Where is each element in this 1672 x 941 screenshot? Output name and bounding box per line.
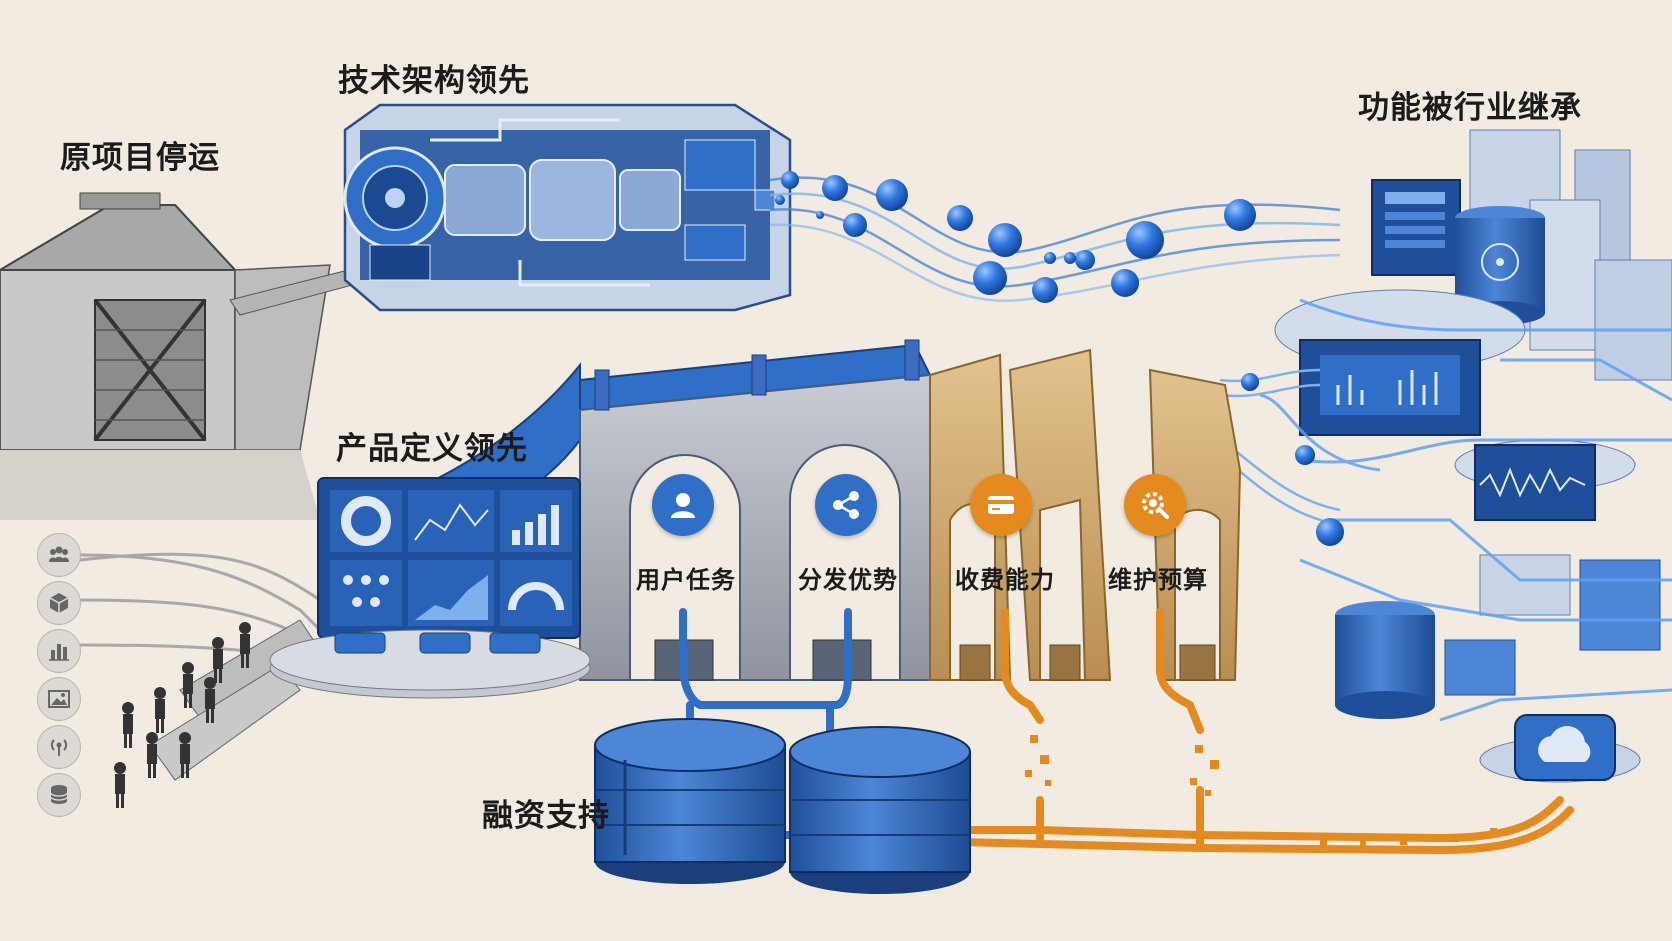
industry-city	[1274, 129, 1672, 783]
inherited-label: 功能被行业继承	[1358, 90, 1582, 126]
people-crowd	[114, 622, 251, 808]
user-icon	[652, 474, 714, 536]
halted-warehouse	[0, 192, 391, 520]
bridge-to-city-balls	[1241, 373, 1344, 546]
broadcast-icon	[37, 725, 81, 769]
gear-wrench-icon	[1124, 474, 1186, 536]
tech-lead-label: 技术架构领先	[338, 63, 530, 99]
pillar-label-user-task: 用户任务	[636, 566, 736, 594]
financing-tank-left	[594, 718, 786, 884]
payment-card-icon	[970, 474, 1032, 536]
financing-tank-right	[789, 726, 971, 894]
product-dashboard	[269, 477, 591, 699]
orange-pipes	[956, 608, 1574, 855]
gray-pipes	[79, 552, 332, 662]
image-icon	[37, 677, 81, 721]
halted-project-label: 原项目停运	[60, 140, 220, 176]
pillar-label-monetization: 收费能力	[955, 566, 1055, 594]
group-icon	[37, 533, 81, 577]
cube-icon	[37, 581, 81, 625]
pillar-label-distribution: 分发优势	[798, 566, 898, 594]
bar-chart-icon	[37, 629, 81, 673]
orange-particles	[1025, 735, 1497, 846]
database-icon	[37, 773, 81, 817]
city-circuit-lines	[1259, 298, 1672, 722]
data-balls	[775, 171, 1256, 303]
product-lead-label: 产品定义领先	[336, 431, 528, 467]
financing-label: 融资支持	[482, 798, 610, 834]
share-icon	[815, 474, 877, 536]
aqueduct-bridge	[319, 339, 1242, 681]
pillar-label-maintenance: 维护预算	[1108, 566, 1208, 594]
turbine-machine	[343, 103, 792, 312]
